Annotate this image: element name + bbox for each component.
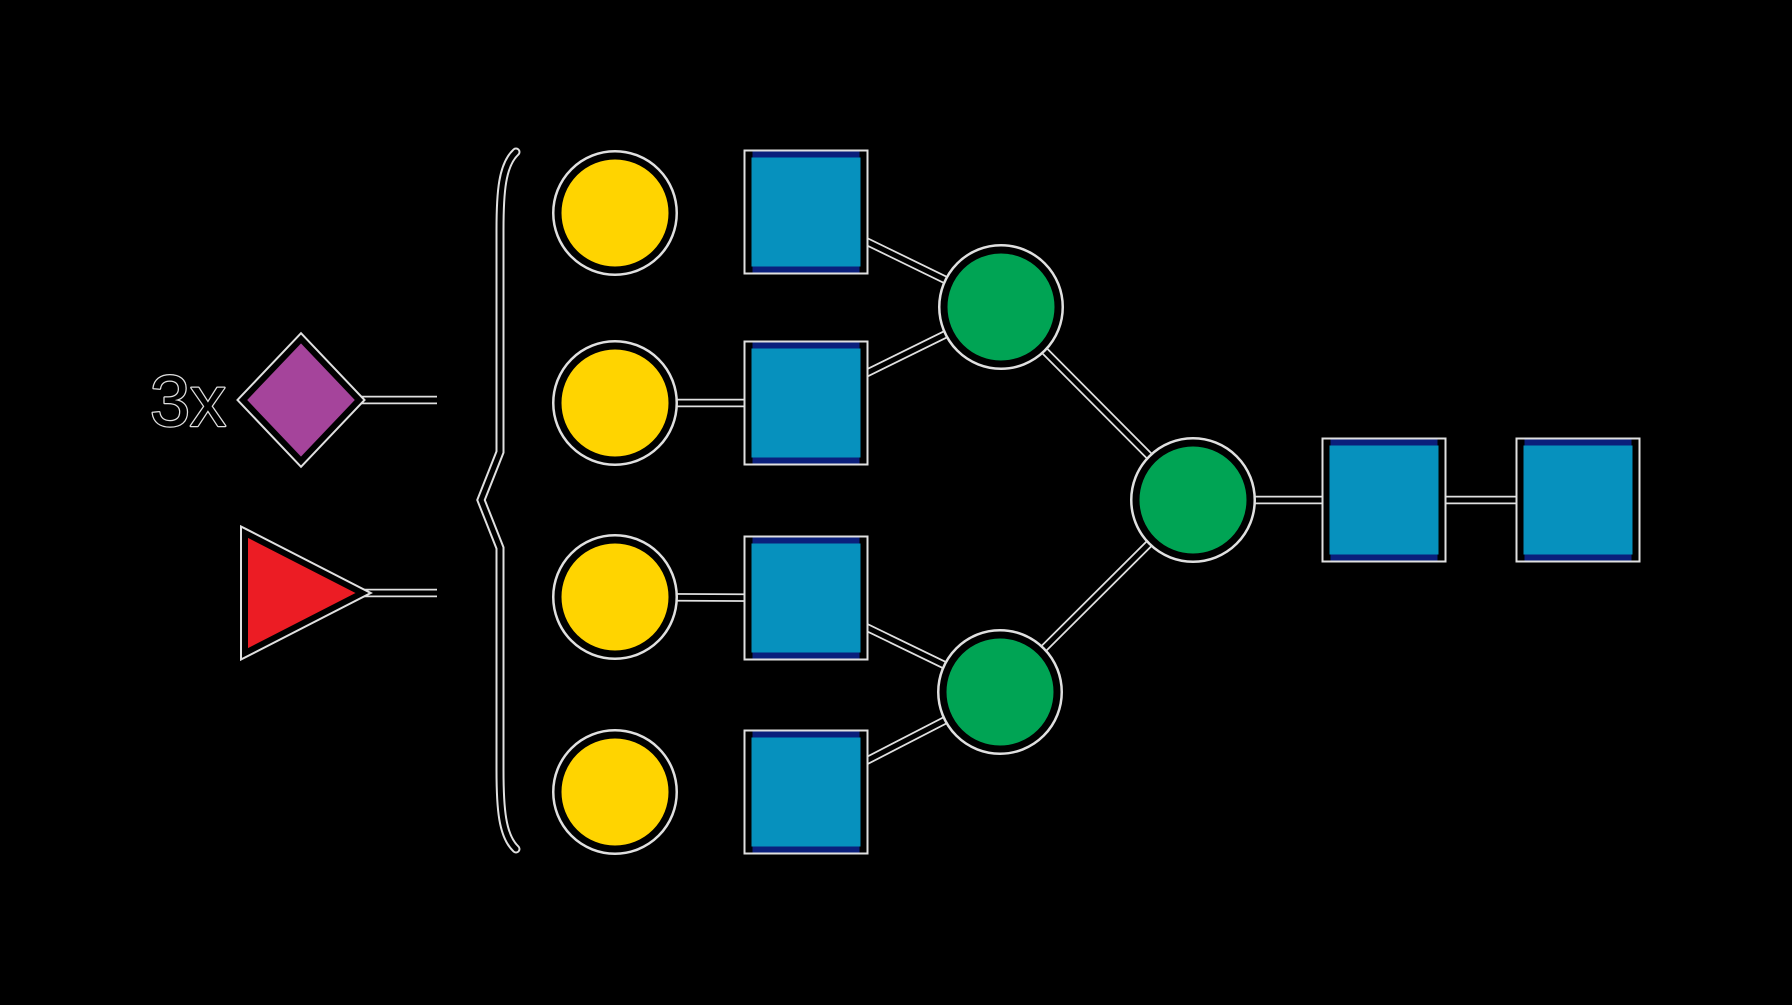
glcnac-square-antenna-4 xyxy=(745,731,867,853)
neu5ac-diamond xyxy=(238,334,364,466)
galactose-circle-1 xyxy=(554,152,676,274)
mannose-circle-upper xyxy=(940,246,1062,368)
brace-layer xyxy=(476,147,521,854)
galactose-circle-3 xyxy=(554,536,676,658)
fucose-triangle xyxy=(242,528,369,658)
nodes-layer xyxy=(236,149,1641,855)
glcnac-square-antenna-3 xyxy=(745,537,867,659)
glcnac-square-antenna-1 xyxy=(745,151,867,273)
mannose-circle-lower xyxy=(939,631,1061,753)
glcnac-square-core-2 xyxy=(1517,439,1639,561)
glcnac-square-antenna-2 xyxy=(745,342,867,464)
mannose-circle-core xyxy=(1132,439,1254,561)
glcnac-square-core-1 xyxy=(1323,439,1445,561)
galactose-circle-4 xyxy=(554,731,676,853)
grouping-brace xyxy=(478,149,519,852)
multiplier-label: 3x xyxy=(150,362,226,442)
galactose-circle-2 xyxy=(554,342,676,464)
